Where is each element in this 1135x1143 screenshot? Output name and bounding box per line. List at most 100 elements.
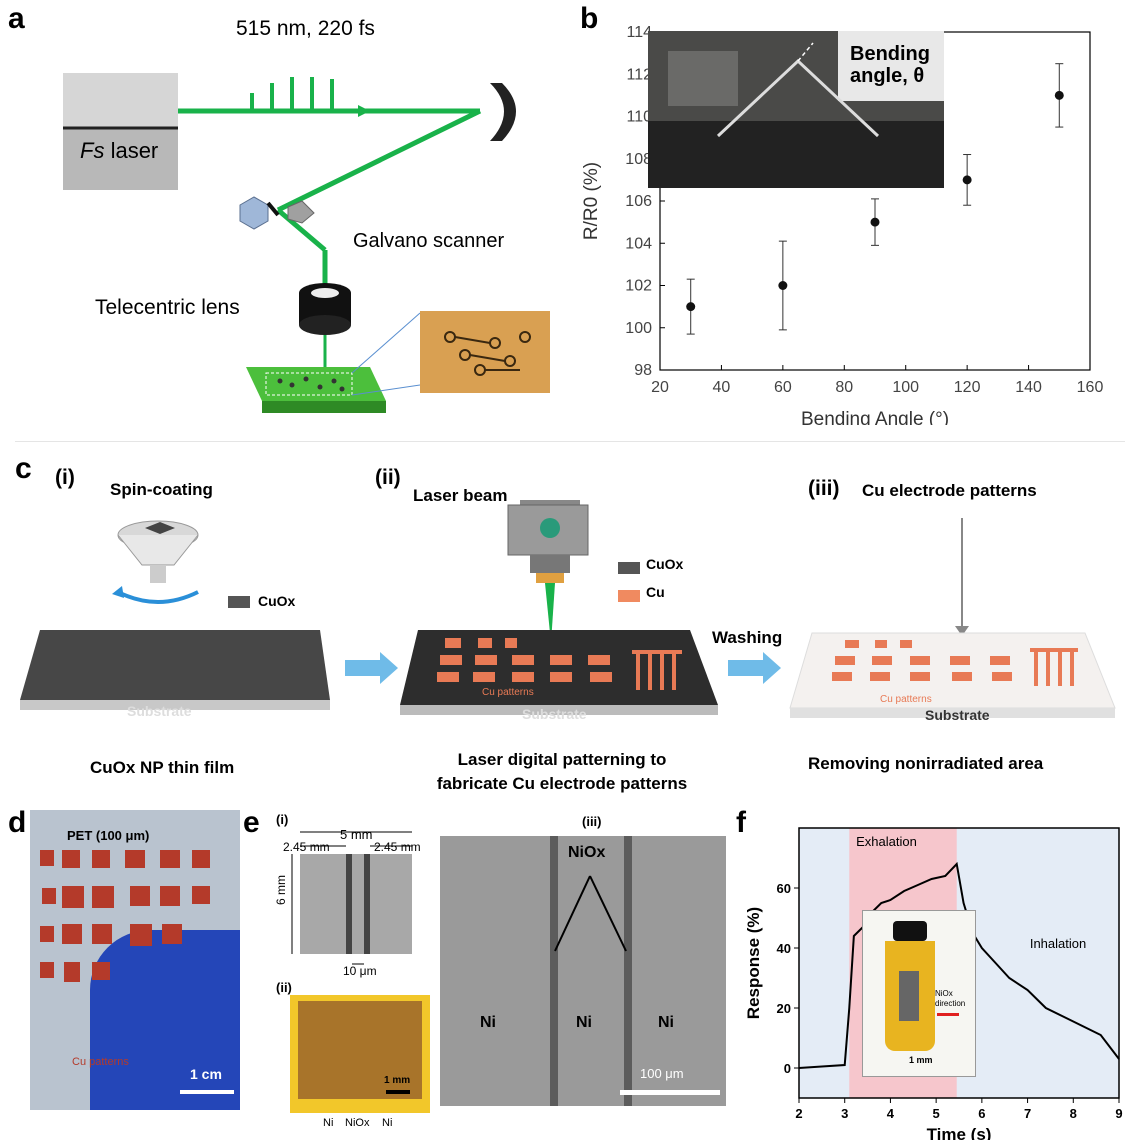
x-tick-label: 2 (795, 1106, 802, 1121)
y-tick-label: 20 (777, 1001, 791, 1016)
lens-label: Telecentric lens (95, 296, 240, 319)
y-tick-label: 0 (784, 1061, 791, 1076)
sem-niox-label: NiOx (568, 844, 606, 861)
sem-ni-mid: Ni (576, 1014, 592, 1031)
sem-ni-left: Ni (480, 1014, 496, 1031)
sem-ni-right: Ni (658, 1014, 674, 1031)
x-tick-label: 160 (1077, 379, 1104, 396)
x-tick-label: 6 (978, 1106, 985, 1121)
y-tick-label: 112 (626, 66, 652, 83)
dim-gap: 10 μm (343, 964, 377, 978)
x-tick-label: 4 (887, 1106, 895, 1121)
caption-iii: Removing nonirradiated area (808, 754, 1044, 773)
bottom-label-ni-1: Ni (323, 1117, 334, 1129)
y-tick-label: 104 (625, 235, 652, 252)
y-tick-label: 100 (625, 320, 652, 337)
dim-left: 2.45 mm (283, 840, 330, 854)
pet-photo: PET (100 μm) Cu patterns 1 cm (30, 810, 240, 1110)
response-curve (798, 861, 1120, 1069)
x-tick-label: 60 (774, 379, 792, 396)
y-tick-label: 106 (625, 193, 652, 210)
caption-i: CuOx NP thin film (90, 758, 235, 777)
step-i-label: (i) (55, 466, 75, 489)
panel-label-f: f (736, 806, 746, 839)
cu-patterns-label-2: Cu patterns (482, 687, 534, 698)
laser-head (507, 500, 589, 583)
telecentric-lens (299, 283, 351, 335)
bottom-label-niox: NiOx (345, 1117, 370, 1129)
data-point (778, 281, 788, 290)
sub-label-e-i: (i) (276, 812, 289, 827)
caption-ii-line2: fabricate Cu electrode patterns (436, 774, 688, 793)
exhalation-label: Exhalation (856, 834, 917, 849)
pulse-train (250, 77, 334, 111)
dim-total: 5 mm (340, 827, 373, 842)
inhalation-label: Inhalation (1030, 936, 1086, 951)
plot-frame (798, 827, 1120, 1099)
sample-stage (246, 367, 386, 413)
y-tick-label: 110 (626, 109, 652, 126)
data-point (870, 217, 880, 227)
sub-label-e-iii: (iii) (582, 814, 602, 829)
cuox-legend-text-2: CuOx (646, 556, 684, 572)
x-tick-label: 20 (651, 379, 669, 396)
cu-electrode-title: Cu electrode patterns (862, 481, 1037, 500)
y-tick-label: 98 (634, 362, 652, 379)
fs-laser-label: Fs laser (80, 138, 159, 163)
curved-mirror (490, 83, 516, 141)
laser-setup-diagram (63, 73, 550, 413)
cu-patterns-2 (437, 638, 682, 690)
panel-label-d: d (8, 806, 27, 839)
data-point (962, 175, 972, 185)
step-ii-label: (ii) (375, 466, 401, 489)
step-iii-label: (iii) (808, 477, 840, 500)
y-axis-title: Response (%) (744, 907, 763, 1019)
x-tick-label: 100 (892, 379, 919, 396)
data-point (1054, 90, 1064, 100)
dim-right: 2.45 mm (374, 840, 421, 854)
x-axis-title: Time (s) (927, 1125, 992, 1140)
process-arrow-2 (728, 652, 781, 684)
y-tick-label: 60 (777, 881, 791, 896)
caption-ii-line1: Laser digital patterning to (457, 750, 667, 769)
bottom-label-ni-2: Ni (382, 1117, 393, 1129)
data-point (686, 302, 696, 312)
x-tick-label: 5 (933, 1106, 940, 1121)
y-axis-title: R/R0 (%) (581, 162, 602, 240)
inset-scale: 1 mm (909, 1055, 933, 1065)
y-tick-label: 108 (625, 151, 652, 168)
pulse-text: 515 nm, 220 fs (236, 17, 375, 40)
scale-label-e-ii: 1 mm (384, 1075, 411, 1086)
scale-label-d: 1 cm (190, 1066, 222, 1082)
sem-scale-label: 100 μm (640, 1066, 684, 1081)
galvo-mirror-1 (239, 196, 269, 230)
inset-angle-text: angle, θ (850, 65, 925, 87)
rotation-arrow (117, 590, 199, 604)
cu-patterns-label-d: Cu patterns (72, 1056, 129, 1068)
substrate-1-label: Substrate (127, 703, 192, 719)
cu-patterns-3 (832, 640, 1078, 686)
x-tick-label: 80 (835, 379, 853, 396)
dim-height: 6 mm (274, 875, 288, 905)
electrode-photo: 1 mm (290, 995, 430, 1113)
pet-label: PET (100 μm) (67, 828, 150, 843)
substrate-1 (20, 630, 330, 700)
cu-legend-text: Cu (646, 584, 665, 600)
inset-bending-text: Bending (850, 43, 930, 65)
x-tick-label: 40 (713, 379, 731, 396)
panel-label-c: c (15, 452, 32, 485)
y-tick-label: 40 (777, 941, 791, 956)
sub-label-e-ii: (ii) (276, 980, 292, 995)
inset-niox: NiOx (935, 989, 953, 998)
substrate-3-label: Substrate (925, 707, 990, 723)
y-tick-label: 102 (625, 278, 652, 295)
galvano-label: Galvano scanner (353, 230, 505, 252)
x-tick-label: 9 (1115, 1106, 1122, 1121)
spin-coater (117, 520, 199, 583)
cu-legend-swatch (618, 590, 640, 602)
galvo-mirror-2 (287, 200, 315, 224)
x-tick-label: 3 (841, 1106, 848, 1121)
vial-inset-photo: NiOx direction 1 mm (862, 910, 976, 1077)
panel-label-e: e (243, 806, 260, 839)
